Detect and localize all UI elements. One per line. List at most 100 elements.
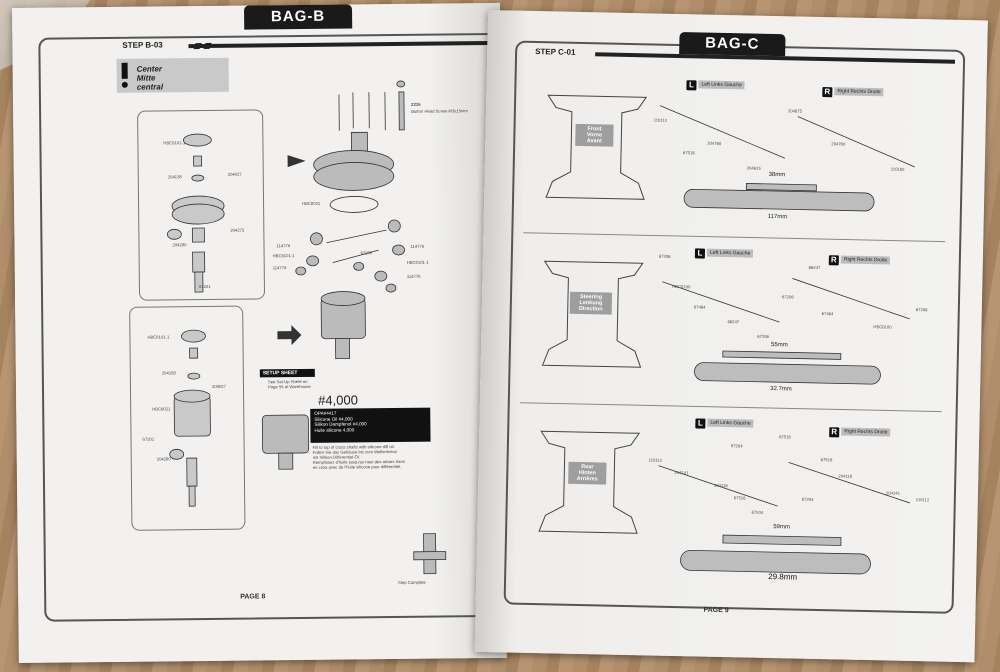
- part-label: HBC8101-1: [147, 334, 170, 340]
- part-label: 67206: [658, 253, 671, 259]
- left-label-box: Left Links Gauche: [707, 418, 754, 428]
- part-label: 204118: [838, 473, 853, 479]
- part-label: 204141: [885, 490, 901, 496]
- part-label: 204027: [211, 383, 226, 389]
- part-label: HBC8021: [152, 406, 171, 412]
- section-box-rear: Rear Hinten Arrières: [568, 461, 607, 485]
- chassis-diagrams: [519, 94, 946, 575]
- left-marker: L: [694, 248, 706, 259]
- part-label: 204027: [227, 171, 242, 177]
- front-measure-bottom: 117mm: [767, 213, 788, 221]
- right-label-box: Right Rechts Droite: [841, 427, 891, 437]
- part-label: 67464: [821, 311, 834, 317]
- right-de: Rechts: [850, 88, 867, 95]
- part-label: 67201: [198, 283, 211, 290]
- left-fr: Gauche: [732, 250, 751, 257]
- manual-page-left: BAG-B STEP B-03 Center Mitte central: [12, 2, 511, 663]
- part-label: 67516: [733, 495, 746, 501]
- rear-measure-top: 59mm: [773, 524, 790, 531]
- diff-exploded-diagram: [166, 80, 447, 575]
- part-label: 204615: [746, 165, 761, 171]
- part-label: 67204: [751, 509, 764, 515]
- right-fr: Droite: [874, 429, 888, 436]
- section-box-front: Front Vorne Avant: [575, 123, 614, 147]
- part-label: 110112: [648, 457, 663, 463]
- part-label: 67204: [801, 496, 814, 502]
- right-en: Right: [837, 88, 850, 95]
- right-label-box: Right Rechts Droite: [840, 255, 891, 265]
- rear-measure-bottom: 29.8mm: [768, 571, 798, 582]
- part-label: 204118: [714, 482, 728, 489]
- left-en: Left: [701, 81, 710, 88]
- screw-callout-code: Z216: [411, 101, 421, 107]
- left-en: Left: [710, 419, 719, 426]
- right-en: Right: [844, 428, 856, 435]
- step-title-stripe: [595, 52, 956, 64]
- part-label: 204280: [172, 242, 187, 248]
- part-label: 67206: [757, 333, 769, 339]
- front-measure-top: 38mm: [768, 171, 786, 179]
- part-label: HBC8100: [873, 324, 892, 330]
- part-label: 67516: [683, 150, 695, 156]
- part-label: 66247: [808, 264, 821, 271]
- right-marker: R: [822, 87, 833, 98]
- part-label: 110160: [890, 166, 905, 172]
- left-de: Links: [711, 81, 723, 88]
- part-label: 204760: [831, 141, 846, 147]
- part-label: 204158: [161, 370, 176, 376]
- right-fr: Droite: [867, 88, 881, 96]
- part-label: 114776: [276, 243, 291, 249]
- part-label: 114776: [272, 265, 287, 271]
- part-label: 67200: [360, 250, 373, 256]
- part-label: 66247: [727, 319, 740, 325]
- part-label: 67206: [915, 307, 928, 313]
- part-label: 67464: [693, 304, 706, 310]
- part-label: 204760: [707, 140, 722, 146]
- left-label-box: Left Links Gauche: [706, 248, 754, 258]
- left-de: Links: [719, 249, 732, 257]
- part-label: 67204: [730, 443, 743, 449]
- part-label: 204675: [787, 108, 802, 114]
- right-label-box: Right Rechts Droite: [834, 87, 884, 97]
- left-de: Links: [720, 419, 732, 427]
- part-label: 67516: [779, 434, 791, 440]
- oil-weight-label: #4,000: [318, 392, 358, 408]
- step-title-stripe: [188, 41, 489, 50]
- section-text: Arrières: [576, 475, 598, 483]
- part-label: 110112: [915, 497, 930, 503]
- left-en: Left: [709, 249, 719, 256]
- screw-callout-desc: Button Head Screw M3x15mm: [411, 108, 468, 114]
- right-de: Rechts: [857, 428, 873, 436]
- part-label: 204275: [230, 227, 245, 233]
- part-label: 67201: [142, 436, 155, 442]
- silicone-oil-box: OPA#4417 Silicone Oil #4,000 Silikon Dam…: [310, 407, 431, 443]
- right-fr: Droite: [873, 257, 888, 264]
- manual-page-right: BAG-C STEP C-01 Front Vorne: [474, 10, 988, 663]
- part-label: HBC8101-1: [272, 253, 295, 259]
- step-complete-label: Step Complete: [398, 579, 426, 585]
- oil-box-line: Huile silicone 4,000: [314, 427, 355, 433]
- fill-instruction: Fill to top of cross shafts with silicon…: [313, 444, 443, 470]
- part-label: 114776: [410, 243, 425, 249]
- right-marker: R: [828, 255, 839, 266]
- page-number: PAGE 9: [703, 606, 729, 615]
- part-label: 114776: [406, 273, 421, 279]
- setup-sheet-header: SETUP SHEET: [259, 368, 315, 378]
- section-text: Direction: [578, 305, 603, 313]
- section-box-steering: Steering Lenkung Direction: [569, 291, 613, 315]
- left-marker: L: [695, 418, 706, 429]
- part-label: 67516: [820, 457, 833, 463]
- right-marker: R: [829, 427, 840, 438]
- part-label: 204280: [156, 456, 171, 462]
- part-label: 110112: [653, 117, 668, 123]
- part-label: 204138: [167, 174, 182, 180]
- left-marker: L: [686, 80, 697, 91]
- part-label: HBC8021: [302, 200, 321, 206]
- steering-measure-top: 55mm: [770, 342, 788, 349]
- page-number: PAGE 8: [240, 593, 266, 601]
- left-label-box: Left Links Gauche: [698, 80, 745, 90]
- section-text: Avant: [586, 138, 602, 145]
- part-label: HBC8100: [672, 283, 691, 290]
- left-fr: Gauche: [724, 81, 742, 89]
- steering-measure-bottom: 32.7mm: [770, 385, 792, 393]
